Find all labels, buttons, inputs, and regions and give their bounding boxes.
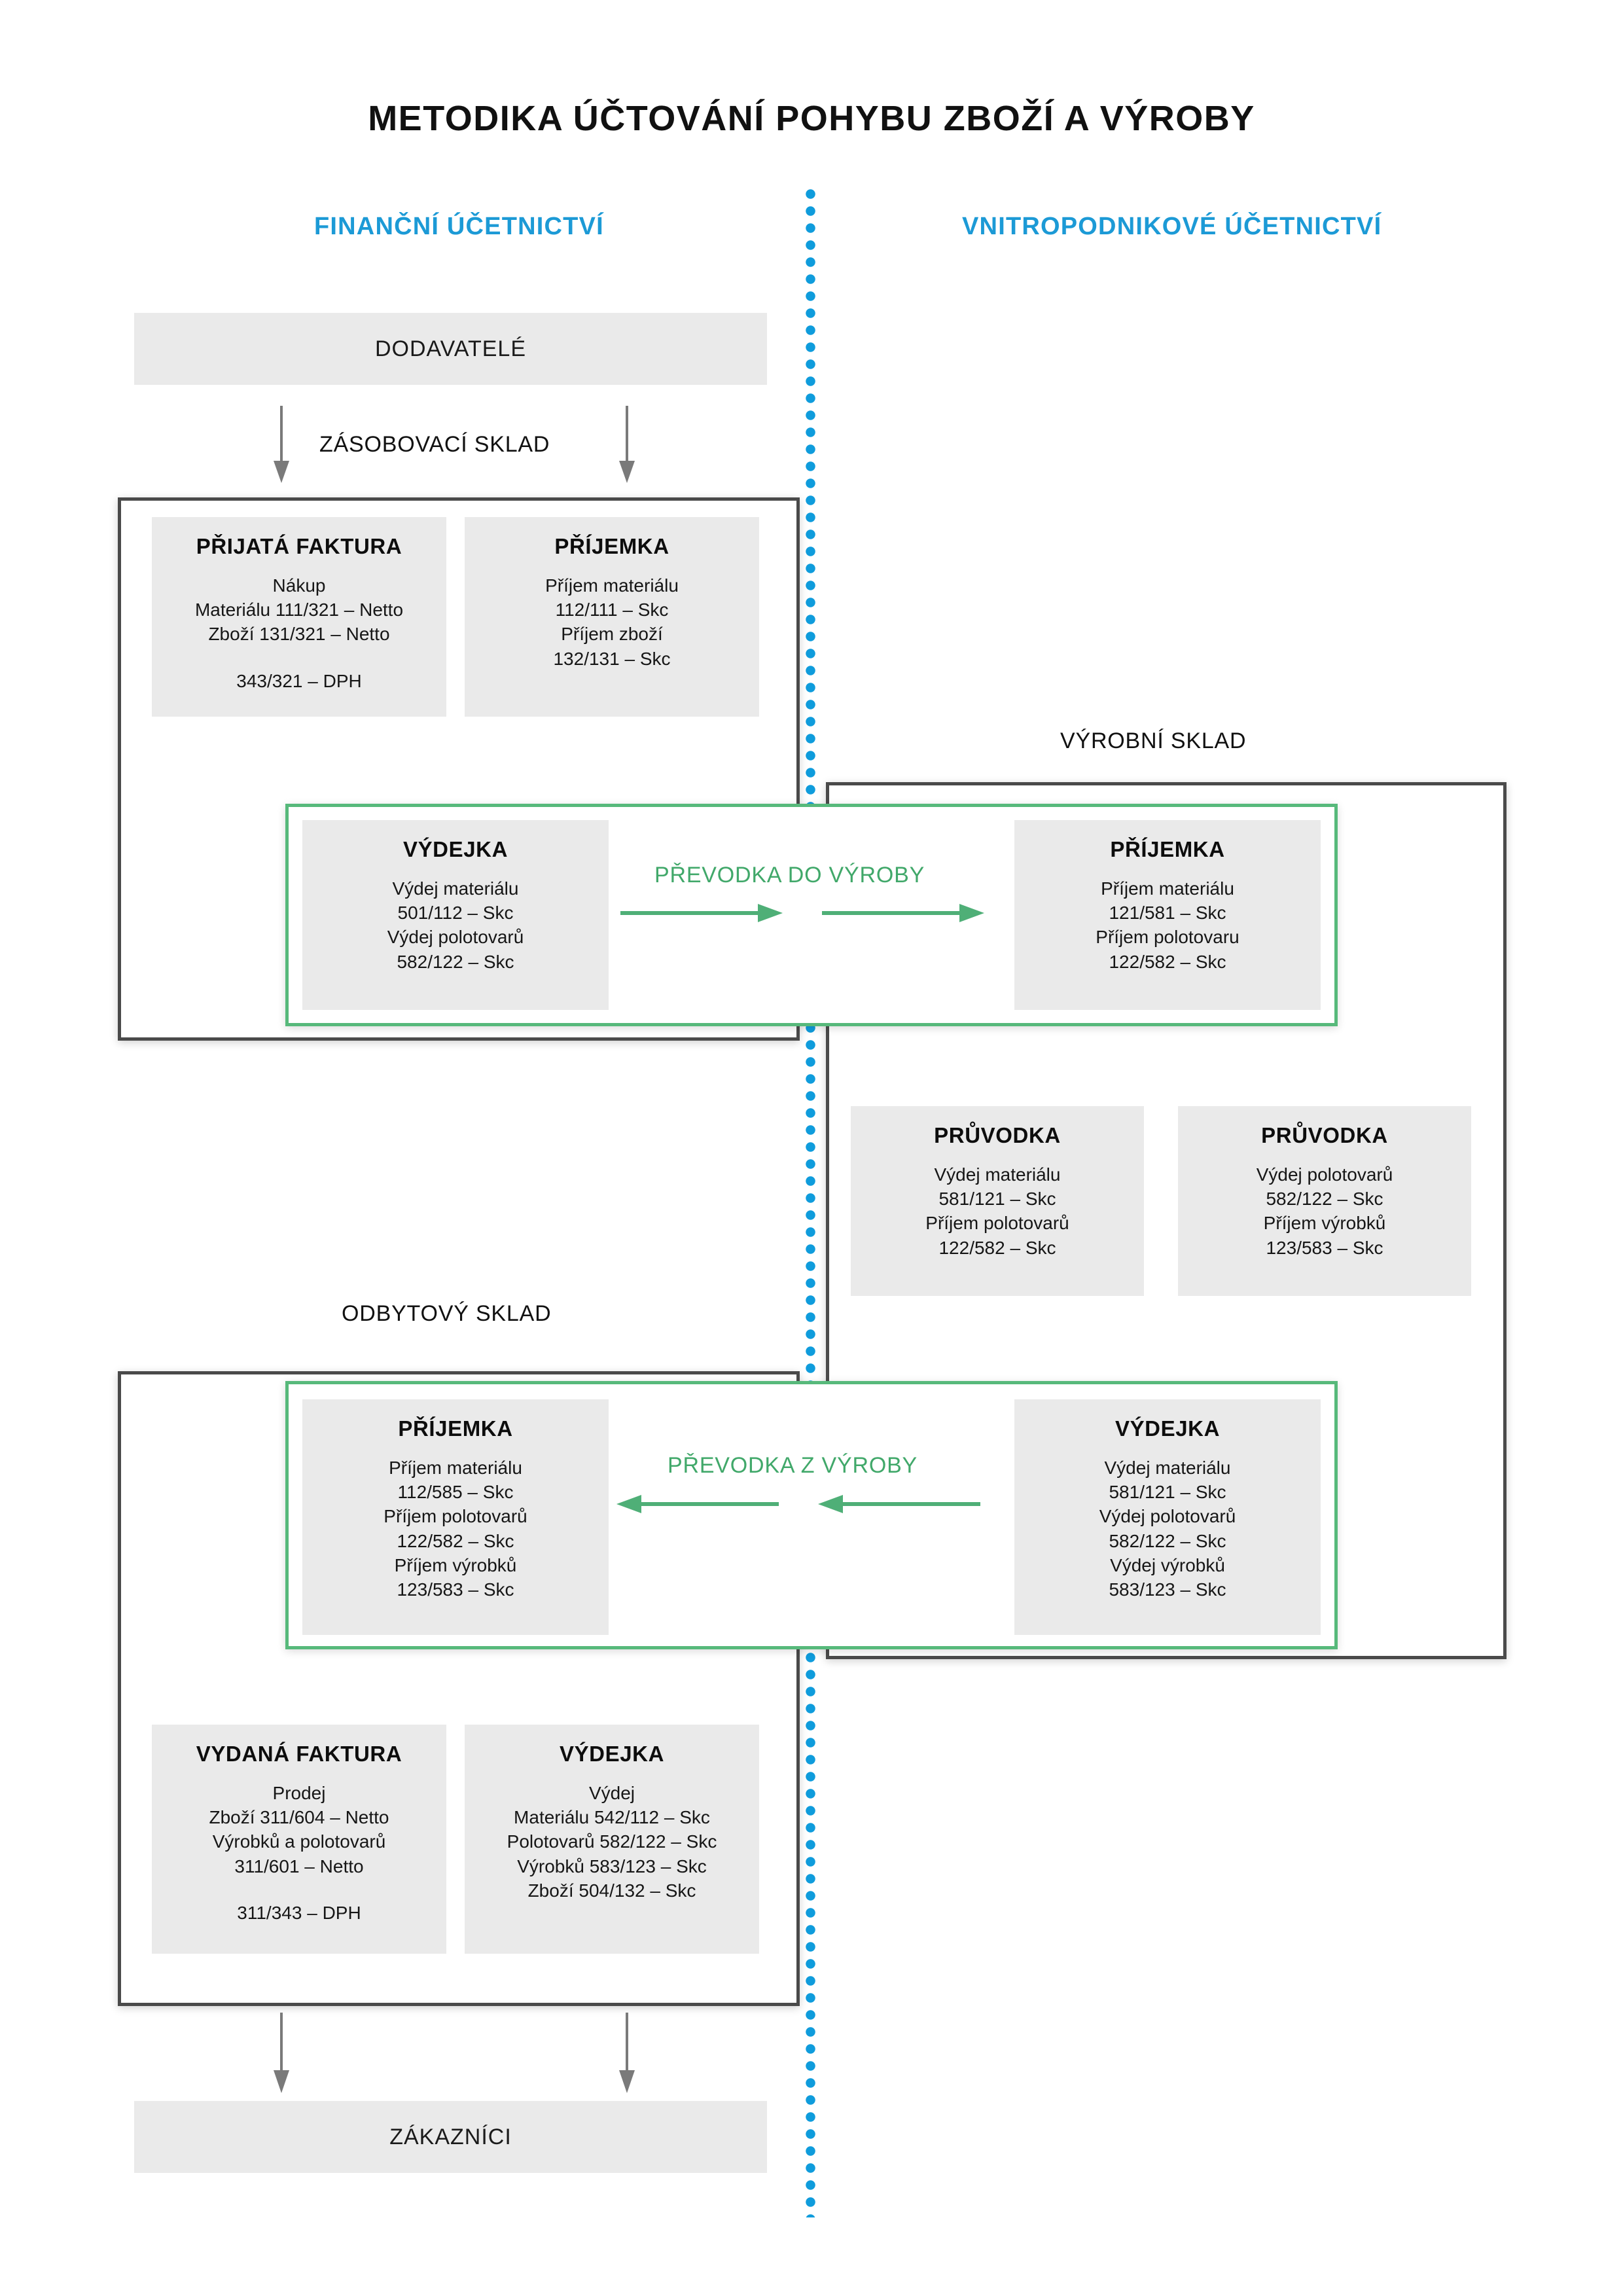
card-line: Příjem materiálu (389, 1458, 522, 1478)
card-footer-line: 343/321 – DPH (236, 670, 362, 691)
label-transfer-from-production: PŘEVODKA Z VÝROBY (668, 1453, 918, 1478)
label-transfer-to-production: PŘEVODKA DO VÝROBY (654, 863, 925, 888)
card-line: Příjem zboží (561, 624, 663, 645)
card-vydejka-from-production: VÝDEJKA Výdej materiálu 581/121 – Skc Vý… (1014, 1399, 1321, 1635)
card-line: Výdej výrobků (1110, 1554, 1225, 1575)
arrow-right-to-production-1 (620, 904, 783, 922)
card-line: Výrobků 583/123 – Skc (517, 1856, 707, 1876)
card-line: Polotovarů 582/122 – Skc (507, 1831, 717, 1852)
card-line: Příjem materiálu (1101, 878, 1234, 899)
card-line: Zboží 311/604 – Netto (209, 1807, 389, 1828)
card-pruvodka-semifinished: PRŮVODKA Výdej polotovarů 582/122 – Skc … (1178, 1106, 1471, 1296)
card-line: Příjem polotovarů (925, 1213, 1069, 1234)
card-line: 581/121 – Skc (938, 1189, 1056, 1210)
card-line: 122/582 – Skc (1109, 951, 1226, 972)
block-customers: ZÁKAZNÍCI (134, 2101, 767, 2173)
card-line: Výdej materiálu (934, 1164, 1061, 1185)
card-line: Materiálu 542/112 – Skc (514, 1807, 710, 1828)
card-line: Výdej materiálu (1104, 1458, 1231, 1478)
card-title: PŘÍJEMKA (398, 1416, 513, 1441)
card-prijata-faktura: PŘIJATÁ FAKTURA Nákup Materiálu 111/321 … (152, 517, 446, 717)
card-vydana-faktura: VYDANÁ FAKTURA Prodej Zboží 311/604 – Ne… (152, 1725, 446, 1954)
column-header-internal: VNITROPODNIKOVÉ ÚČETNICTVÍ (962, 213, 1382, 240)
card-line: Zboží 131/321 – Netto (208, 624, 390, 645)
card-line: Příjem polotovaru (1096, 927, 1240, 948)
card-title: PRŮVODKA (934, 1123, 1061, 1147)
frame-production-warehouse (826, 782, 1507, 1659)
arrow-down-suppliers-left (274, 406, 289, 483)
card-line: 582/122 – Skc (1266, 1189, 1383, 1210)
card-line: Výdej materiálu (392, 878, 519, 899)
card-line: Příjem výrobků (394, 1554, 517, 1575)
arrow-down-customers-right (619, 2013, 635, 2093)
card-line: 112/111 – Skc (555, 600, 669, 620)
card-line: Příjem materiálu (545, 575, 679, 596)
card-title: PŘÍJEMKA (554, 534, 669, 558)
card-line: Prodej (272, 1783, 326, 1803)
label-sales-warehouse: ODBYTOVÝ SKLAD (342, 1301, 552, 1326)
block-suppliers: DODAVATELÉ (134, 313, 767, 385)
card-title: PŘÍJEMKA (1110, 837, 1225, 861)
card-title: VÝDEJKA (1115, 1416, 1221, 1441)
card-line: 123/583 – Skc (1266, 1237, 1383, 1258)
card-line: 582/122 – Skc (397, 951, 514, 972)
card-title: VYDANÁ FAKTURA (196, 1742, 402, 1766)
frame-sales-warehouse (118, 1371, 800, 2006)
arrow-left-from-production-1 (616, 1495, 779, 1513)
spacer (164, 647, 435, 669)
arrow-right-to-production-2 (822, 904, 984, 922)
frame-supply-warehouse (118, 497, 800, 1041)
card-line: 582/122 – Skc (1109, 1530, 1226, 1551)
card-line: Výdej (588, 1783, 635, 1803)
card-line: 122/582 – Skc (397, 1530, 514, 1551)
card-pruvodka-material: PRŮVODKA Výdej materiálu 581/121 – Skc P… (851, 1106, 1144, 1296)
card-prijemka-to-production: PŘÍJEMKA Příjem materiálu 121/581 – Skc … (1014, 820, 1321, 1010)
arrow-down-customers-left (274, 2013, 289, 2093)
card-prijemka-supply: PŘÍJEMKA Příjem materiálu 112/111 – Skc … (465, 517, 759, 717)
arrow-left-from-production-2 (818, 1495, 980, 1513)
card-line: 581/121 – Skc (1109, 1482, 1226, 1503)
card-line: Výrobků a polotovarů (212, 1831, 386, 1852)
card-prijemka-from-production: PŘÍJEMKA Příjem materiálu 112/585 – Skc … (302, 1399, 609, 1635)
card-line: 122/582 – Skc (938, 1237, 1056, 1258)
card-line: 132/131 – Skc (553, 648, 671, 669)
card-line: 311/601 – Netto (234, 1856, 364, 1876)
vertical-dotted-divider (805, 188, 816, 2217)
card-line: Příjem výrobků (1263, 1213, 1386, 1234)
card-line: Materiálu 111/321 – Netto (194, 600, 404, 620)
card-line: Výdej polotovarů (1099, 1506, 1236, 1527)
card-line: Nákup (272, 575, 326, 596)
card-title: VÝDEJKA (559, 1742, 665, 1766)
card-title: PŘIJATÁ FAKTURA (196, 534, 402, 558)
card-vydejka-to-production: VÝDEJKA Výdej materiálu 501/112 – Skc Vý… (302, 820, 609, 1010)
card-line: Zboží 504/132 – Skc (527, 1880, 696, 1901)
page-title: METODIKA ÚČTOVÁNÍ POHYBU ZBOŽÍ A VÝROBY (368, 99, 1255, 138)
card-line: 112/585 – Skc (397, 1482, 514, 1503)
card-line: Výdej polotovarů (1256, 1164, 1393, 1185)
card-line: Výdej polotovarů (387, 927, 524, 948)
card-line: 121/581 – Skc (1109, 903, 1226, 924)
card-line: 583/123 – Skc (1109, 1579, 1226, 1600)
label-production-warehouse: VÝROBNÍ SKLAD (1060, 728, 1247, 753)
card-title: PRŮVODKA (1261, 1123, 1388, 1147)
card-line: 501/112 – Skc (397, 903, 514, 924)
arrow-down-suppliers-right (619, 406, 635, 483)
card-line: 123/583 – Skc (397, 1579, 514, 1600)
card-title: VÝDEJKA (402, 837, 508, 861)
card-vydejka-sales: VÝDEJKA Výdej Materiálu 542/112 – Skc Po… (465, 1725, 759, 1954)
card-footer-line: 311/343 – DPH (237, 1902, 361, 1923)
spacer (164, 1878, 435, 1901)
label-supply-warehouse: ZÁSOBOVACÍ SKLAD (319, 432, 550, 457)
card-line: Příjem polotovarů (383, 1506, 527, 1527)
column-header-financial: FINANČNÍ ÚČETNICTVÍ (314, 213, 604, 240)
